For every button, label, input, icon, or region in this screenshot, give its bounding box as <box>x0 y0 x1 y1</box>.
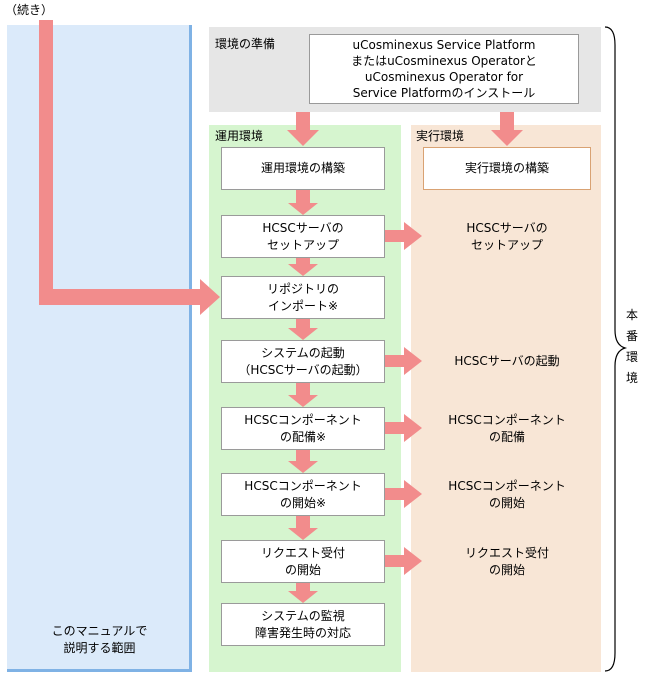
environment-prep-title: 環境の準備 <box>215 37 276 51</box>
exec-step-1-line-1: 実行環境の構築 <box>464 161 549 175</box>
ops-step-request-acceptance-start: リクエスト受付 の開始 <box>221 540 385 583</box>
ops-step-repository-import: リポジトリの インポート※ <box>221 276 385 319</box>
exec-step-request-acceptance-start: リクエスト受付 の開始 <box>423 540 591 583</box>
exec-step-6-line-1: リクエスト受付 <box>464 545 549 560</box>
ops-step-hcsc-server-setup: HCSCサーバの セットアップ <box>221 215 385 258</box>
continued-label: （続き） <box>5 3 54 17</box>
production-label-char-3: 環 <box>625 350 638 364</box>
install-line-3: uCosminexus Operator for <box>364 70 524 84</box>
arrow-request-to-exec <box>385 547 422 575</box>
ops-step-7-line-1: リクエスト受付 <box>260 545 345 560</box>
arrow-component-start-to-exec <box>385 480 422 508</box>
production-label-char-4: 境 <box>625 371 638 385</box>
arrow-setup-to-exec <box>385 222 422 250</box>
exec-step-5-line-2: の開始 <box>488 495 525 510</box>
exec-step-2-line-2: セットアップ <box>470 237 543 252</box>
exec-step-hcsc-component-deploy: HCSCコンポーネント の配備 <box>423 407 591 450</box>
ops-step-4-line-2: （HCSCサーバの起動） <box>238 362 368 377</box>
exec-step-3-line-1: HCSCサーバの起動 <box>454 354 560 368</box>
ops-step-hcsc-component-start: HCSCコンポーネント の開始※ <box>221 473 385 516</box>
install-line-2: またはuCosminexus Operatorと <box>351 54 537 68</box>
ops-step-8-line-2: 障害発生時の対応 <box>254 625 351 640</box>
manual-scope-panel <box>7 25 192 672</box>
arrow-ops-step-5 <box>288 450 318 473</box>
ops-step-3-line-1: リポジトリの <box>266 281 339 296</box>
arrow-ops-step-6 <box>288 516 318 540</box>
exec-step-hcsc-server-setup: HCSCサーバの セットアップ <box>423 215 591 258</box>
ops-step-1-line-1: 運用環境の構築 <box>260 161 345 175</box>
ops-step-5-line-1: HCSCコンポーネント <box>244 412 362 427</box>
manual-scope-label-line-1: このマニュアルで <box>51 624 148 638</box>
arrow-start-to-exec <box>385 347 422 375</box>
ops-step-6-line-1: HCSCコンポーネント <box>244 478 362 493</box>
exec-step-4-line-1: HCSCコンポーネント <box>448 412 566 427</box>
ops-step-8-line-1: システムの監視 <box>261 608 345 623</box>
arrow-ops-step-4 <box>288 383 318 407</box>
exec-step-hcsc-server-start: HCSCサーバの起動 <box>423 340 591 383</box>
arrow-ops-step-2 <box>288 258 318 276</box>
exec-step-5-line-1: HCSCコンポーネント <box>448 478 566 493</box>
arrow-continued-line <box>39 20 220 315</box>
exec-step-build-environment: 実行環境の構築 <box>423 147 591 190</box>
ops-step-2-line-2: セットアップ <box>266 237 339 252</box>
exec-step-4-line-2: の配備 <box>488 429 525 444</box>
production-brace <box>604 26 628 672</box>
arrow-deploy-to-exec <box>385 414 422 442</box>
arrow-ops-step-3 <box>288 319 318 340</box>
production-label-char-2: 番 <box>625 329 638 343</box>
arrow-ops-step-7 <box>288 583 318 603</box>
arrow-install-to-ops <box>287 112 319 146</box>
execution-environment-panel <box>411 125 601 672</box>
exec-step-2-line-1: HCSCサーバの <box>466 220 548 235</box>
install-line-4: Service Platformのインストール <box>352 86 536 100</box>
ops-step-system-start: システムの起動 （HCSCサーバの起動） <box>221 340 385 383</box>
ops-step-5-line-2: の配備※ <box>279 429 327 444</box>
exec-step-hcsc-component-start: HCSCコンポーネント の開始 <box>423 473 591 516</box>
ops-step-3-line-2: インポート※ <box>267 298 339 313</box>
arrow-ops-step-1 <box>288 190 318 215</box>
execution-environment-title: 実行環境 <box>416 129 465 143</box>
exec-step-6-line-2: の開始 <box>488 562 525 577</box>
ops-step-6-line-2: の開始※ <box>279 495 327 510</box>
manual-scope-label: このマニュアルで 説明する範囲 <box>7 620 192 660</box>
ops-step-system-monitoring: システムの監視 障害発生時の対応 <box>221 603 385 646</box>
production-environment-label: 本 番 環 境 <box>624 305 640 389</box>
ops-step-build-environment: 運用環境の構築 <box>221 147 385 190</box>
install-box: uCosminexus Service Platform またはuCosmine… <box>309 34 579 104</box>
ops-step-2-line-1: HCSCサーバの <box>262 220 344 235</box>
ops-step-4-line-1: システムの起動 <box>261 345 345 360</box>
arrow-install-to-exec <box>491 112 523 146</box>
production-label-char-1: 本 <box>625 308 638 322</box>
ops-step-hcsc-component-deploy: HCSCコンポーネント の配備※ <box>221 407 385 450</box>
operation-environment-title: 運用環境 <box>215 129 264 143</box>
install-line-1: uCosminexus Service Platform <box>352 38 536 52</box>
manual-scope-label-line-2: 説明する範囲 <box>63 641 136 655</box>
ops-step-7-line-2: の開始 <box>284 562 321 577</box>
